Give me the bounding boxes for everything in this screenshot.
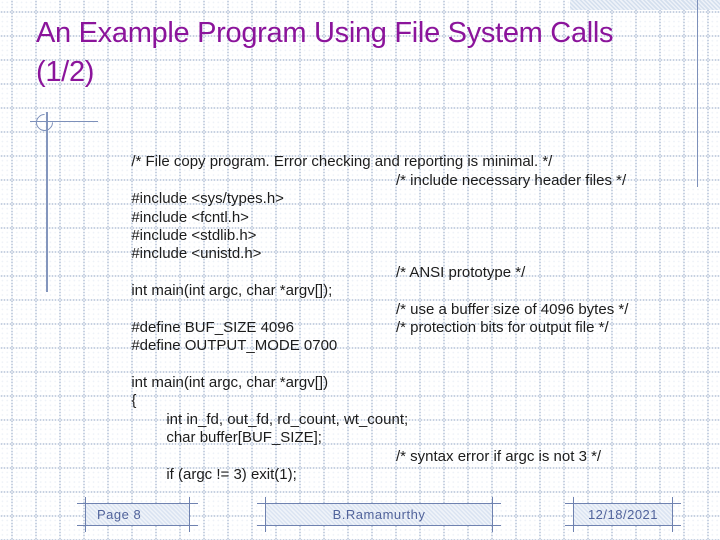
drafting-vertical-line <box>46 112 48 292</box>
code-statement: #define OUTPUT_MODE 0700 <box>131 337 338 355</box>
right-margin-line <box>697 0 698 187</box>
code-comment: /* syntax error if argc is not 3 */ <box>396 447 602 465</box>
footer-page-number: Page 8 <box>97 507 142 522</box>
code-line: #include <unistd.h> <box>98 227 698 262</box>
code-statement: { <box>131 392 137 410</box>
code-comment: /* include necessary header files */ <box>396 171 627 189</box>
slide-title-line1: An Example Program Using File System Cal… <box>36 17 614 49</box>
code-line: #define OUTPUT_MODE 0700 /* protection b… <box>98 318 698 354</box>
code-statement: #define BUF_SIZE 4096 <box>131 318 294 336</box>
footer-author-box: B.Ramamurthy <box>257 497 501 532</box>
code-line <box>98 245 698 263</box>
code-line: #include <fcntl.h> <box>98 190 698 226</box>
code-comment: /* ANSI prototype */ <box>396 263 526 281</box>
footer-date: 12/18/2021 <box>587 507 659 522</box>
code-line <box>98 337 698 355</box>
code-line <box>98 429 698 447</box>
footer-page-number-box: Page 8 <box>77 497 198 532</box>
footer-date-box: 12/18/2021 <box>565 497 681 532</box>
code-statement: int main(int argc, char *argv[]) <box>131 374 329 392</box>
code-statement: int main(int argc, char *argv[]); <box>131 282 333 300</box>
code-line: /* File copy program. Error checking and… <box>98 135 698 170</box>
top-accent-band <box>570 0 720 10</box>
code-comment: /* protection bits for output file */ <box>396 318 609 336</box>
slide-title-line2: (1/2) <box>36 56 95 88</box>
code-statement: /* File copy program. Error checking and… <box>131 153 553 171</box>
code-line: if (argc != 3) exit(1); /* syntax error … <box>98 447 698 483</box>
code-statement: if (argc != 3) exit(1); <box>166 466 297 484</box>
code-line: #include <stdlib.h> <box>98 209 698 244</box>
code-comment: /* use a buffer size of 4096 bytes */ <box>396 300 629 318</box>
drafting-compass-icon <box>32 110 57 135</box>
code-statement: int in_fd, out_fd, rd_count, wt_count; <box>166 410 409 428</box>
code-listing: /* File copy program. Error checking and… <box>98 135 698 483</box>
drafting-horizontal-line <box>30 121 98 122</box>
code-line <box>98 282 698 300</box>
code-line: int main(int argc, char *argv[]) <box>98 356 698 391</box>
code-statement: #include <fcntl.h> <box>131 208 249 226</box>
code-line: char buffer[BUF_SIZE]; <box>98 411 698 446</box>
code-line: int in_fd, out_fd, rd_count, wt_count; <box>98 392 698 428</box>
code-line: #include <sys/types.h> /* include necess… <box>98 171 698 207</box>
code-statement: #include <sys/types.h> <box>131 190 284 208</box>
code-line: { <box>98 374 698 409</box>
slide-title: An Example Program Using File System Cal… <box>36 14 696 92</box>
code-line <box>98 153 698 171</box>
code-statement: #include <stdlib.h> <box>131 226 257 244</box>
code-statement: #include <unistd.h> <box>131 245 262 263</box>
code-statement: char buffer[BUF_SIZE]; <box>166 429 322 447</box>
code-line: int main(int argc, char *argv[]); /* ANS… <box>98 263 698 299</box>
code-line: #define BUF_SIZE 4096 /* use a buffer si… <box>98 300 698 336</box>
footer-author-name: B.Ramamurthy <box>332 507 426 522</box>
